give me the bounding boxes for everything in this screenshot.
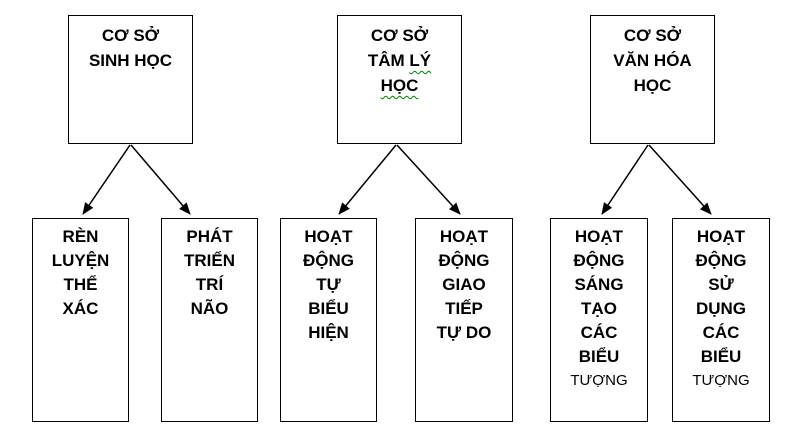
box-text-line: TIẾP bbox=[445, 299, 483, 318]
word-ly-misspelled: LÝ bbox=[409, 51, 432, 70]
arrow-tam-ly-right bbox=[396, 144, 461, 215]
box-text-line: TẠO bbox=[581, 299, 617, 318]
box-hoat-dong-sang-tao-cac-bieu-tuong: HOẠT ĐỘNG SÁNG TẠO CÁC BIỂU TƯỢNG bbox=[550, 218, 648, 422]
box-text-line: HỌC bbox=[338, 73, 461, 98]
box-text-line: TRÍ bbox=[195, 275, 224, 294]
box-text-line: CƠ SỞ bbox=[101, 26, 160, 45]
box-co-so-sinh-hoc: CƠ SỞ SINH HỌC bbox=[68, 15, 193, 144]
word-tam: TÂM bbox=[367, 51, 405, 70]
box-hoat-dong-tu-bieu-hien: HOẠT ĐỘNG TỰ BIỂU HIỆN bbox=[280, 218, 377, 422]
box-text-line-light: TƯỢNG bbox=[570, 372, 628, 389]
arrow-tam-ly-left bbox=[338, 144, 397, 215]
arrow-sinh-hoc-left bbox=[82, 144, 131, 215]
box-text-line: CƠ SỞ bbox=[370, 26, 429, 45]
box-text-line: NÃO bbox=[190, 299, 229, 318]
box-text-line: CÁC bbox=[580, 323, 618, 342]
box-text-line-light: TƯỢNG bbox=[692, 372, 750, 389]
box-text-line: CÁC bbox=[702, 323, 740, 342]
box-text-line: THỂ bbox=[63, 275, 98, 294]
arrow-van-hoa-left bbox=[601, 144, 649, 215]
box-co-so-tam-ly-hoc: CƠ SỞ TÂM LÝ HỌC bbox=[337, 15, 462, 144]
box-text-line: HOẠT bbox=[696, 227, 746, 246]
box-text-line: TỰ DO bbox=[436, 323, 492, 342]
box-text-line: LUYỆN bbox=[51, 251, 110, 270]
box-text-line: TRIỂN bbox=[184, 251, 235, 270]
box-text-line: HOẠT bbox=[574, 227, 624, 246]
box-text-line: SỬ bbox=[708, 275, 734, 294]
box-text-line: RÈN bbox=[62, 227, 99, 246]
box-text-line: ĐỘNG bbox=[438, 251, 490, 270]
box-ren-luyen-the-xac: RÈN LUYỆN THỂ XÁC bbox=[32, 218, 129, 422]
box-text-line: ĐỘNG bbox=[303, 251, 354, 270]
box-hoat-dong-giao-tiep-tu-do: HOẠT ĐỘNG GIAO TIẾP TỰ DO bbox=[415, 218, 513, 422]
box-text-line: TÂM LÝ bbox=[338, 48, 461, 73]
arrow-sinh-hoc-right bbox=[130, 144, 191, 215]
arrow-van-hoa-right bbox=[648, 144, 712, 215]
box-text-line: HOẠT bbox=[304, 227, 353, 246]
box-text-line: BIỂU bbox=[308, 299, 349, 318]
box-text-line: GIAO bbox=[442, 275, 486, 294]
box-text-line: ĐỘNG bbox=[695, 251, 747, 270]
box-text-line: ĐỘNG bbox=[573, 251, 625, 270]
box-text-line: BIỂU bbox=[578, 347, 620, 366]
box-text-line: BIỂU bbox=[700, 347, 742, 366]
box-phat-trien-tri-nao: PHÁT TRIỂN TRÍ NÃO bbox=[161, 218, 258, 422]
box-text-line: CƠ SỞ bbox=[623, 26, 682, 45]
box-text-line: VĂN HÓA bbox=[613, 51, 692, 70]
box-text-line: SÁNG bbox=[574, 275, 624, 294]
box-text-line: DỤNG bbox=[695, 299, 747, 318]
box-text-line: XÁC bbox=[62, 299, 99, 318]
box-text-line: TỰ bbox=[316, 275, 341, 294]
box-text-line: SINH HỌC bbox=[88, 51, 173, 70]
box-hoat-dong-su-dung-cac-bieu-tuong: HOẠT ĐỘNG SỬ DỤNG CÁC BIỂU TƯỢNG bbox=[672, 218, 770, 422]
box-co-so-van-hoa-hoc: CƠ SỞ VĂN HÓA HỌC bbox=[590, 15, 715, 144]
box-text-line: HIỆN bbox=[308, 323, 349, 342]
word-hoc-misspelled: HỌC bbox=[380, 76, 419, 95]
box-text-line: HOẠT bbox=[439, 227, 489, 246]
box-text-line: HỌC bbox=[633, 76, 672, 95]
box-text-line: PHÁT bbox=[186, 227, 233, 246]
